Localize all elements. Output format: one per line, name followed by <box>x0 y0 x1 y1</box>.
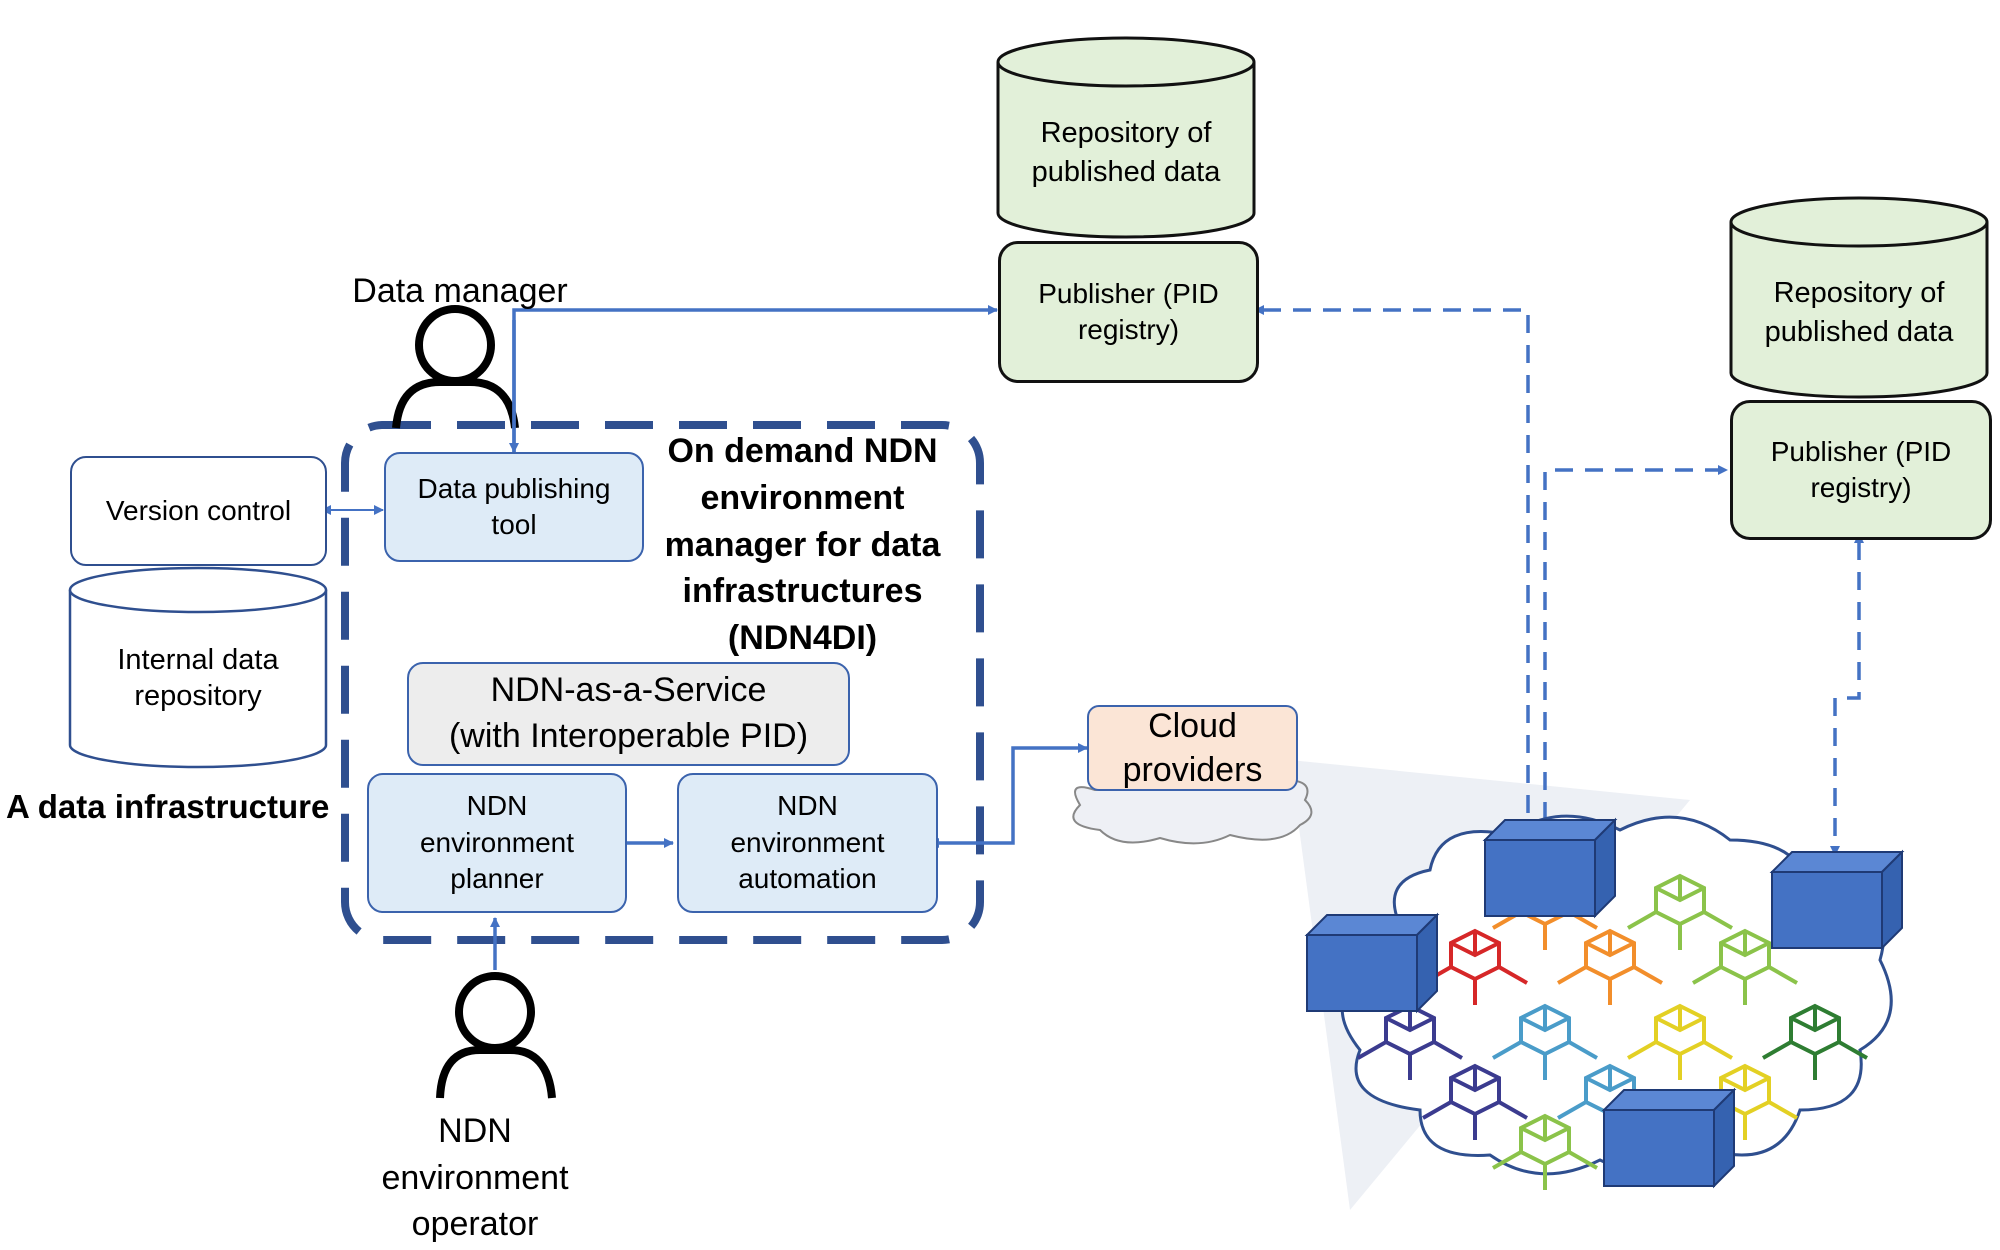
ndn-nodes <box>1304 817 1905 1189</box>
publisher-2-box[interactable]: Publisher (PID registry) <box>1730 400 1992 540</box>
data-manager-label: Data manager <box>352 271 568 310</box>
repository-2-label: Repository of published data <box>1764 276 1954 348</box>
internal-repository-cylinder <box>68 566 328 769</box>
ndn-planner-box[interactable]: NDN environment planner <box>367 773 627 913</box>
lattice-cube <box>1762 1003 1868 1080</box>
lattice-cube <box>1557 928 1663 1005</box>
lattice-cube <box>1692 928 1798 1005</box>
ndn-node <box>1482 817 1618 919</box>
version-control-label: Version control <box>105 494 292 526</box>
cloud-providers-box[interactable]: Cloud providers <box>1087 705 1298 791</box>
dashed-publisher1-node <box>1254 305 1533 841</box>
version-control-box: Version control <box>70 456 327 566</box>
lattice-cube <box>1422 1063 1528 1140</box>
operator-person-icon <box>436 972 556 1099</box>
dashed-node-publisher2 <box>1540 465 1728 829</box>
ndn4di-frame <box>341 421 984 944</box>
lattice-cube <box>1492 1003 1598 1080</box>
internal-repository-label: Internal data repository <box>117 643 279 712</box>
repository-1-label: Repository of published data <box>1031 116 1221 188</box>
repository-cylinder-2 <box>1729 196 1989 399</box>
ndn-node <box>1769 849 1905 951</box>
ndn-node <box>1304 912 1440 1014</box>
connectors <box>321 305 1088 970</box>
ndn-node <box>1601 1087 1737 1189</box>
lattice-cube <box>1492 1113 1598 1190</box>
operator-label: NDN environment operator <box>381 1111 569 1244</box>
data-manager-person-icon <box>392 305 519 429</box>
lattice-cube <box>1627 873 1733 950</box>
arrow-automation-cloud <box>929 743 1088 848</box>
ndnaas-box[interactable]: NDN-as-a-Service (with Interoperable PID… <box>407 662 850 766</box>
publisher-1-box[interactable]: Publisher (PID registry) <box>998 241 1259 383</box>
dashed-connectors <box>1254 305 1864 856</box>
data-infrastructure-label: A data infrastructure <box>6 788 330 826</box>
lattice-cube <box>1357 1003 1463 1080</box>
data-publishing-tool-box[interactable]: Data publishing tool <box>384 452 644 562</box>
dashed-publisher2-node <box>1830 533 1864 856</box>
ndn-automation-box[interactable]: NDN environment automation <box>677 773 938 913</box>
lattice-cube <box>1627 1003 1733 1080</box>
repository-cylinder-1 <box>996 36 1256 239</box>
ndn4di-title: On demand NDN environment manager for da… <box>664 431 941 658</box>
